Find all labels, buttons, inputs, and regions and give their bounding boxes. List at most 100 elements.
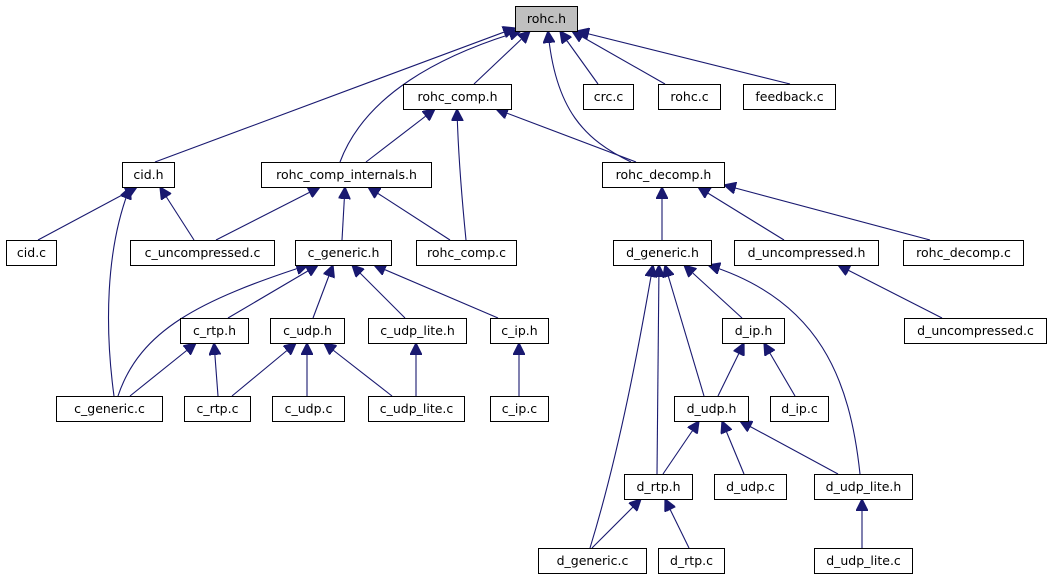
node-box[interactable]: [6, 240, 57, 266]
node-box[interactable]: [490, 396, 549, 422]
node-box[interactable]: [583, 84, 634, 110]
node-c-udp-h[interactable]: c_udp.h: [270, 318, 345, 344]
node-c-uncompressed-c[interactable]: c_uncompressed.c: [130, 240, 275, 266]
node-box[interactable]: [368, 318, 467, 344]
node-box[interactable]: [368, 396, 465, 422]
node-box[interactable]: [56, 396, 163, 422]
node-box[interactable]: [722, 318, 785, 344]
node-c-rtp-h[interactable]: c_rtp.h: [180, 318, 249, 344]
edge-d-udp-h-to-d-generic-h: [665, 265, 705, 397]
node-label: d_uncompressed.h: [748, 245, 866, 260]
node-box[interactable]: [658, 548, 725, 574]
node-c-generic-h[interactable]: c_generic.h: [295, 240, 392, 266]
node-rohc-h[interactable]: rohc.h: [515, 6, 578, 32]
node-d-ip-h[interactable]: d_ip.h: [722, 318, 785, 344]
node-box[interactable]: [714, 474, 787, 500]
node-box[interactable]: [613, 240, 712, 266]
node-d-uncompressed-c[interactable]: d_uncompressed.c: [904, 318, 1047, 344]
node-d-udp-lite-h[interactable]: d_udp_lite.h: [814, 474, 913, 500]
edge-c-rtp-c-to-c-udp-h: [231, 343, 296, 397]
node-cid-c[interactable]: cid.c: [6, 240, 57, 266]
node-box[interactable]: [602, 162, 725, 188]
edge-rohc-comp-h-to-rohc-h: [473, 31, 530, 85]
edge-d-ip-h-to-d-generic-h: [684, 265, 743, 319]
node-c-udp-lite-c[interactable]: c_udp_lite.c: [368, 396, 465, 422]
node-d-udp-lite-c[interactable]: d_udp_lite.c: [814, 548, 913, 574]
node-label: c_udp.c: [285, 401, 333, 416]
node-box[interactable]: [674, 396, 749, 422]
node-c-udp-lite-h[interactable]: c_udp_lite.h: [368, 318, 467, 344]
node-feedback-c[interactable]: feedback.c: [743, 84, 836, 110]
node-d-rtp-c[interactable]: d_rtp.c: [658, 548, 725, 574]
edge-c-ip-h-to-c-generic-h: [374, 265, 499, 319]
node-box[interactable]: [490, 318, 549, 344]
node-c-udp-c[interactable]: c_udp.c: [272, 396, 345, 422]
node-box[interactable]: [272, 396, 345, 422]
node-box[interactable]: [180, 318, 249, 344]
node-c-rtp-c[interactable]: c_rtp.c: [184, 396, 251, 422]
node-label: c_rtp.h: [193, 323, 236, 338]
node-crc-c[interactable]: crc.c: [583, 84, 634, 110]
node-box[interactable]: [658, 84, 721, 110]
node-box[interactable]: [295, 240, 392, 266]
node-c-ip-h[interactable]: c_ip.h: [490, 318, 549, 344]
node-box[interactable]: [416, 240, 517, 266]
node-box[interactable]: [538, 548, 647, 574]
node-label: c_generic.c: [74, 401, 145, 416]
node-label: d_udp_lite.c: [826, 553, 901, 568]
node-box[interactable]: [130, 240, 275, 266]
edge-rohc-c-to-rohc-h: [572, 31, 666, 85]
node-rohc-comp-internals-h[interactable]: rohc_comp_internals.h: [261, 162, 432, 188]
node-d-generic-h[interactable]: d_generic.h: [613, 240, 712, 266]
node-label: d_ip.c: [781, 401, 818, 416]
node-box[interactable]: [261, 162, 432, 188]
node-c-ip-c[interactable]: c_ip.c: [490, 396, 549, 422]
node-d-rtp-h[interactable]: d_rtp.h: [624, 474, 693, 500]
node-rohc-decomp-c[interactable]: rohc_decomp.c: [903, 240, 1024, 266]
node-d-udp-c[interactable]: d_udp.c: [714, 474, 787, 500]
edge-d-uncompressed-c-to-d-uncompressed-h: [838, 265, 943, 319]
edge-d-uncompressed-h-to-rohc-decomp-h: [698, 187, 785, 241]
node-cid-h[interactable]: cid.h: [122, 162, 175, 188]
node-label: d_rtp.h: [636, 479, 680, 494]
node-label: c_udp_lite.h: [380, 323, 455, 338]
node-box[interactable]: [734, 240, 879, 266]
node-label: rohc_comp_internals.h: [276, 167, 417, 182]
node-box[interactable]: [270, 318, 345, 344]
node-box[interactable]: [184, 396, 251, 422]
node-box[interactable]: [814, 474, 913, 500]
node-label: rohc_decomp.h: [616, 167, 712, 182]
node-d-ip-c[interactable]: d_ip.c: [770, 396, 829, 422]
node-box[interactable]: [770, 396, 829, 422]
node-box[interactable]: [403, 84, 512, 110]
edge-c-generic-c-to-cid-h: [107, 187, 130, 397]
edge-cid-h-to-rohc-h: [154, 28, 515, 163]
edge-d-udp-lite-h-to-d-udp-h: [740, 421, 839, 475]
node-label: crc.c: [594, 89, 624, 104]
node-label: c_rtp.c: [197, 401, 239, 416]
node-rohc-decomp-h[interactable]: rohc_decomp.h: [602, 162, 725, 188]
node-d-generic-c[interactable]: d_generic.c: [538, 548, 647, 574]
node-box[interactable]: [814, 548, 913, 574]
edge-rohc-decomp-c-to-rohc-decomp-h: [724, 185, 931, 241]
node-box[interactable]: [122, 162, 175, 188]
node-box[interactable]: [624, 474, 693, 500]
node-label: cid.h: [133, 167, 163, 182]
node-box[interactable]: [904, 318, 1047, 344]
node-box[interactable]: [743, 84, 836, 110]
node-c-generic-c[interactable]: c_generic.c: [56, 396, 163, 422]
node-rohc-comp-c[interactable]: rohc_comp.c: [416, 240, 517, 266]
node-box[interactable]: [903, 240, 1024, 266]
edge-d-udp-c-to-d-udp-h: [722, 421, 745, 475]
edge-crc-c-to-rohc-h: [560, 31, 599, 85]
node-rohc-c[interactable]: rohc.c: [658, 84, 721, 110]
node-d-udp-h[interactable]: d_udp.h: [674, 396, 749, 422]
node-box[interactable]: [515, 6, 578, 32]
node-d-uncompressed-h[interactable]: d_uncompressed.h: [734, 240, 879, 266]
node-rohc-comp-h[interactable]: rohc_comp.h: [403, 84, 512, 110]
node-label: d_udp.h: [687, 401, 737, 416]
node-label: c_ip.h: [501, 323, 537, 338]
edge-d-rtp-h-to-d-udp-h: [662, 421, 699, 475]
node-label: c_uncompressed.c: [145, 245, 261, 260]
